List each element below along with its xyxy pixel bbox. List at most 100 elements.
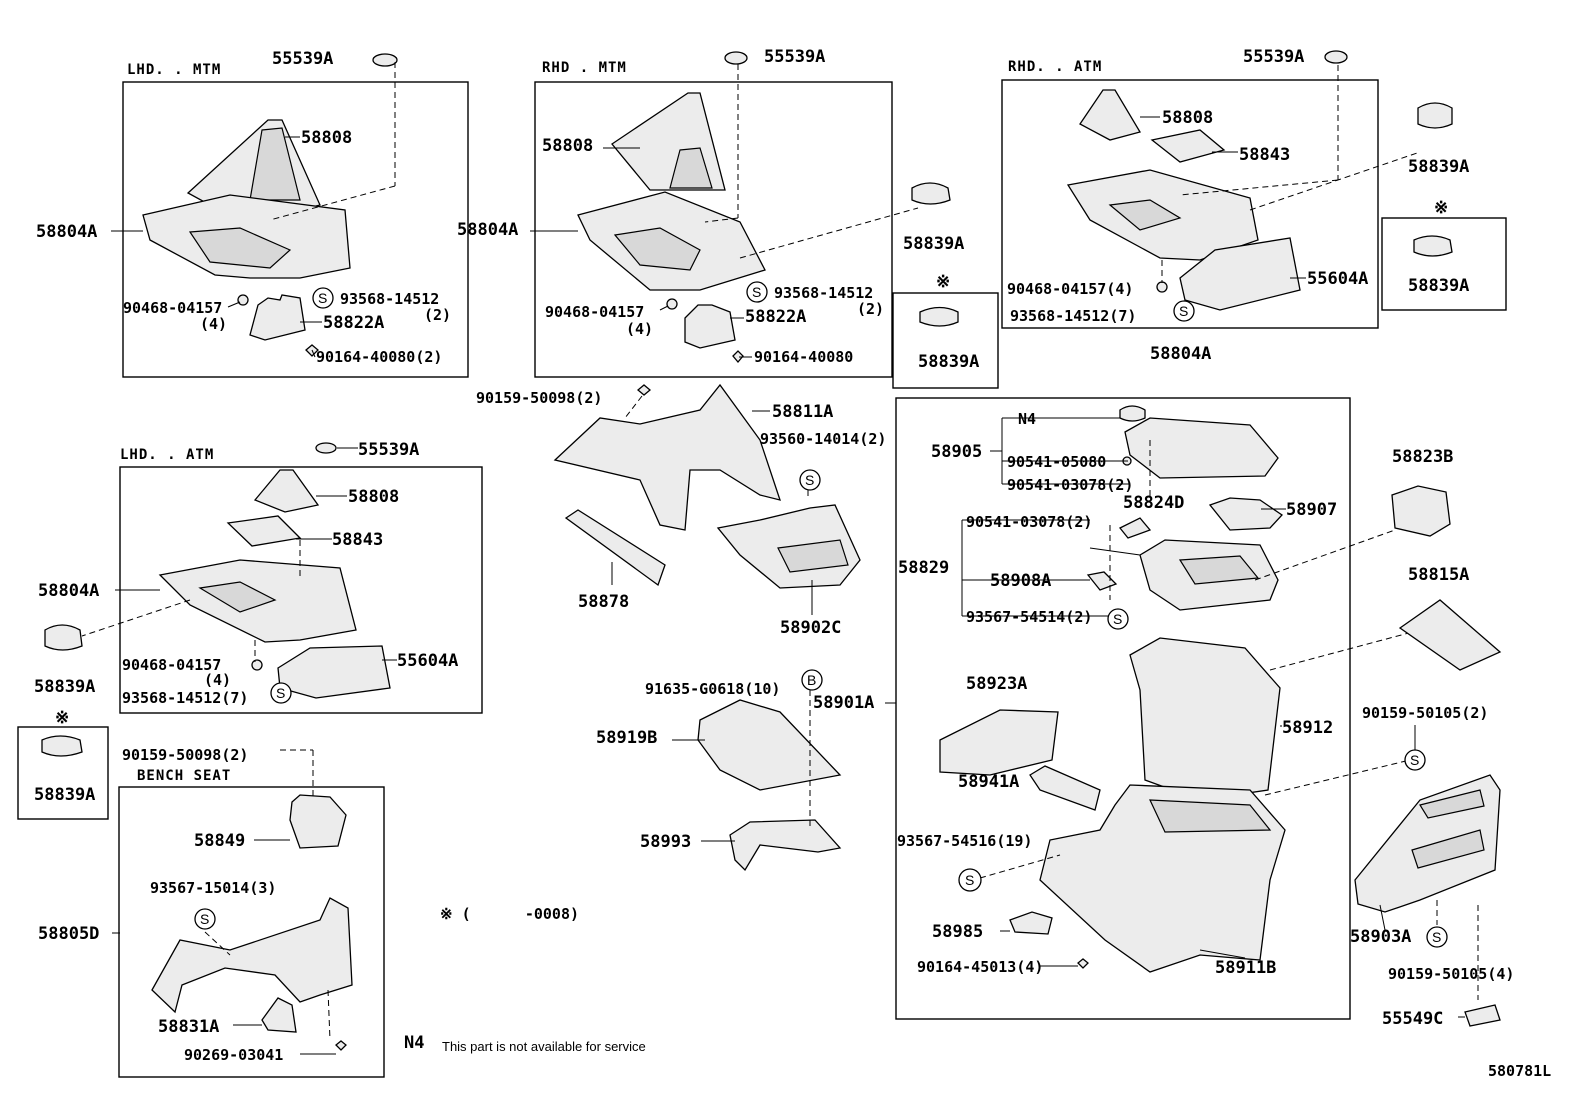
- label-r4: 90468-04157: [545, 303, 644, 321]
- label-l4: 90468-04157: [123, 299, 222, 317]
- label-e9: 58908A: [990, 571, 1051, 591]
- label-r9: 90164-40080: [754, 348, 853, 366]
- n4-note: This part is not available for service: [442, 1039, 646, 1054]
- n4-key: N4: [404, 1033, 424, 1053]
- label-a1: 55539A: [1243, 47, 1304, 67]
- label-l6: 93568-14512: [340, 290, 439, 308]
- box-ref-1: [892, 292, 999, 389]
- box-lhd-mtm: [122, 81, 469, 378]
- label-l3: 58804A: [36, 222, 97, 242]
- diagram-id: 580781L: [1488, 1062, 1551, 1080]
- label-r8: 58822A: [745, 307, 806, 327]
- label-a7: 58804A: [1150, 344, 1211, 364]
- svg-text:S: S: [805, 472, 814, 488]
- label-d1: 90159-50098(2): [122, 746, 248, 764]
- label-b4: 58804A: [38, 581, 99, 601]
- right-side-parts: [1354, 485, 1502, 1027]
- label-a2: 58808: [1162, 108, 1213, 128]
- label-g5: 90159-50105(4): [1388, 965, 1514, 983]
- label-f1: 58839A: [903, 234, 964, 254]
- label-e16: 90164-45013(4): [917, 958, 1043, 976]
- label-c1: 90159-50098(2): [476, 389, 602, 407]
- label-c6: 91635-G0618(10): [645, 680, 780, 698]
- label-e5: 58824D: [1123, 493, 1184, 513]
- header-lhd-atm: LHD. . ATM: [120, 447, 214, 463]
- bench-seat-parts: [151, 794, 353, 1051]
- s-symbol-l6: S: [312, 287, 334, 309]
- label-d2: 58849: [194, 831, 245, 851]
- header-rhd-mtm: RHD . MTM: [542, 60, 627, 76]
- label-c8: 58919B: [596, 728, 657, 748]
- box-bench-seat: [118, 786, 385, 1078]
- label-r5: (4): [626, 320, 653, 338]
- label-b1: 55539A: [358, 440, 419, 460]
- svg-text:S: S: [276, 685, 285, 701]
- label-c9: 58993: [640, 832, 691, 852]
- label-r7: (2): [857, 300, 884, 318]
- ref-symbol-2: ※: [1434, 198, 1448, 218]
- label-a6: 55604A: [1307, 269, 1368, 289]
- label-a4: 90468-04157(4): [1007, 280, 1133, 298]
- label-g4: 58903A: [1350, 927, 1411, 947]
- s-symbol-e14: S: [958, 868, 982, 892]
- label-c4: 58878: [578, 592, 629, 612]
- label-e6: 58907: [1286, 500, 1337, 520]
- label-f3: 58839A: [1408, 157, 1469, 177]
- svg-text:S: S: [965, 872, 974, 888]
- label-e15: 58985: [932, 922, 983, 942]
- svg-text:S: S: [752, 284, 761, 300]
- lhd-atm-parts: [158, 442, 391, 699]
- label-e17: 58911B: [1215, 958, 1276, 978]
- label-f5: 58839A: [34, 677, 95, 697]
- ref-symbol-3: ※: [55, 708, 69, 728]
- label-g3: 90159-50105(2): [1362, 704, 1488, 722]
- header-bench-seat: BENCH SEAT: [137, 768, 231, 784]
- label-e12: 58912: [1282, 718, 1333, 738]
- label-f4: 58839A: [1408, 276, 1469, 296]
- label-c2: 58811A: [772, 402, 833, 422]
- rhd-atm-parts: [1066, 50, 1348, 311]
- svg-text:S: S: [1410, 752, 1419, 768]
- label-d6: 90269-03041: [184, 1046, 283, 1064]
- label-a5: 93568-14512(7): [1010, 307, 1136, 325]
- label-e1: N4: [1018, 410, 1036, 428]
- s-symbol-b7: S: [270, 682, 292, 704]
- label-b2: 58808: [348, 487, 399, 507]
- label-e11: 58923A: [966, 674, 1027, 694]
- label-f2: 58839A: [918, 352, 979, 372]
- label-d5: 58831A: [158, 1017, 219, 1037]
- label-e4: 90541-03078(2): [1007, 476, 1133, 494]
- label-r3: 58804A: [457, 220, 518, 240]
- svg-text:S: S: [200, 911, 209, 927]
- label-l1: 55539A: [272, 49, 333, 69]
- label-c3: 93560-14014(2): [760, 430, 886, 448]
- s-symbol-g5: S: [1426, 926, 1448, 948]
- lhd-mtm-parts: [142, 53, 398, 357]
- b-symbol-c6: B: [801, 669, 823, 691]
- cap-parts: [41, 102, 1453, 757]
- s-symbol-e10: S: [1107, 608, 1129, 630]
- s-symbol-c3: S: [799, 469, 821, 491]
- box-rhd-mtm: [534, 81, 893, 378]
- label-l2: 58808: [301, 128, 352, 148]
- label-r1: 55539A: [764, 47, 825, 67]
- label-g1: 58823B: [1392, 447, 1453, 467]
- label-e13: 58941A: [958, 772, 1019, 792]
- svg-text:S: S: [1432, 929, 1441, 945]
- console-parts: [939, 405, 1286, 973]
- svg-text:S: S: [1113, 611, 1122, 627]
- label-l5: (4): [200, 315, 227, 333]
- label-d3: 93567-15014(3): [150, 879, 276, 897]
- label-l8: 58822A: [323, 313, 384, 333]
- svg-text:B: B: [807, 672, 816, 688]
- label-e7: 90541-03078(2): [966, 513, 1092, 531]
- s-symbol-a5: S: [1173, 300, 1195, 322]
- s-symbol-d3: S: [194, 908, 216, 930]
- label-l9: 90164-40080(2): [316, 348, 442, 366]
- label-l7: (2): [424, 306, 451, 324]
- header-rhd-atm: RHD. . ATM: [1008, 59, 1102, 75]
- label-b6: (4): [204, 671, 231, 689]
- label-b3: 58843: [332, 530, 383, 550]
- label-b8: 55604A: [397, 651, 458, 671]
- label-g6: 55549C: [1382, 1009, 1443, 1029]
